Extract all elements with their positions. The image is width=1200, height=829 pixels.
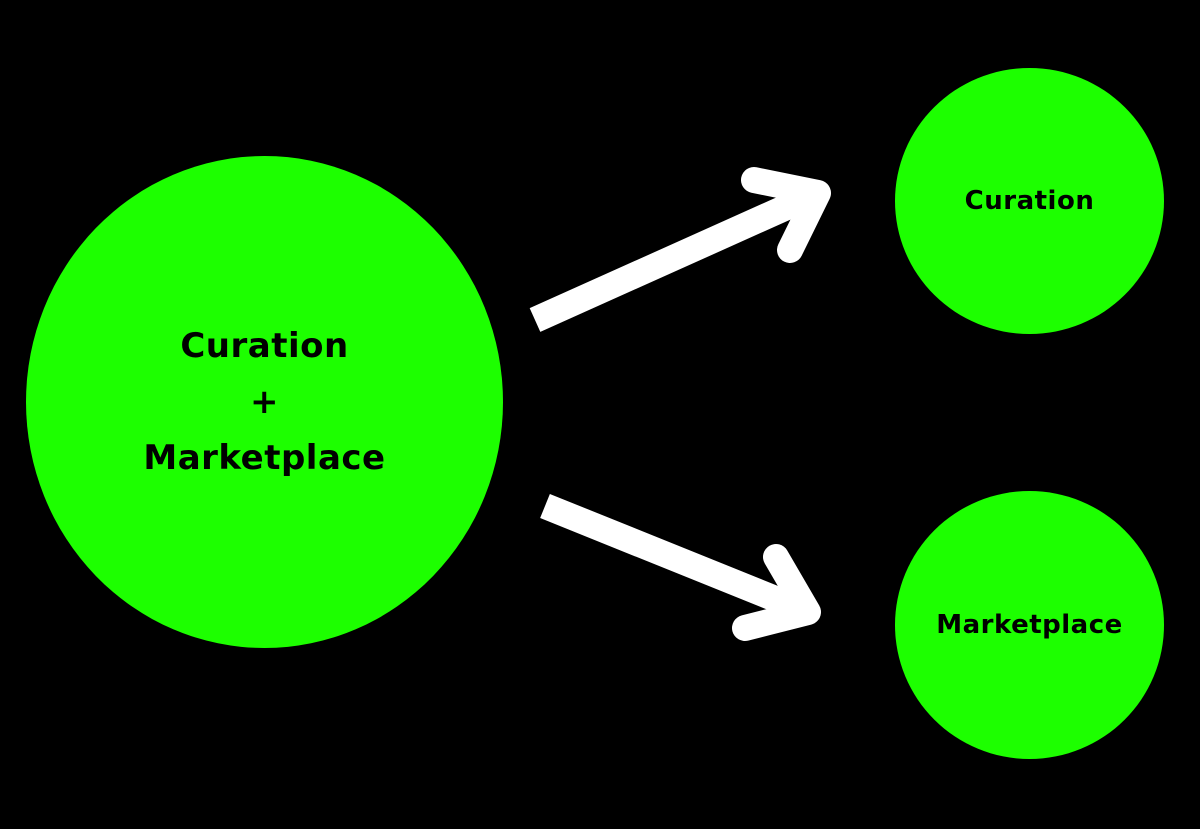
combined-node-curation-label: Curation (180, 326, 349, 366)
curation-node: Curation (895, 68, 1164, 334)
combined-node-marketplace-label: Marketplace (143, 438, 386, 478)
marketplace-node: Marketplace (895, 491, 1164, 759)
combined-node: Curation + Marketplace (26, 156, 503, 648)
curation-node-label: Curation (964, 186, 1095, 216)
marketplace-node-label: Marketplace (936, 610, 1123, 640)
arrow-to-marketplace (540, 493, 821, 641)
arrow-to-curation (529, 167, 831, 332)
combined-node-plus-sign: + (250, 382, 279, 422)
